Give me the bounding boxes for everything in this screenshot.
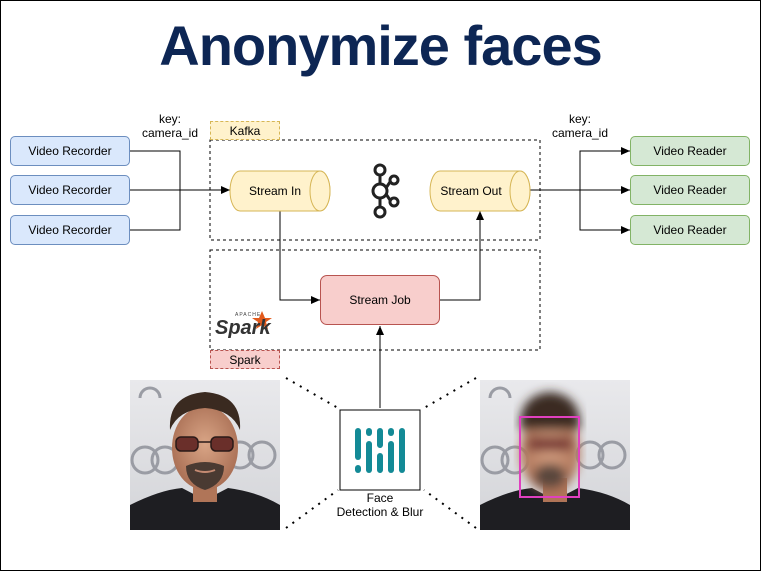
recorder-connectors: [130, 150, 230, 231]
stream-connectors: [279, 210, 484, 408]
face-detection-logo-icon: [355, 428, 405, 473]
original-face-photo: [130, 380, 280, 530]
key-label-left: key: camera_id: [141, 112, 199, 140]
stream-out-cylinder: [429, 170, 531, 212]
spark-logo-text: APACHE Spark: [215, 312, 271, 339]
face-tool-caption: Face Detection & Blur: [336, 491, 424, 519]
blurred-face-photo: [480, 380, 630, 530]
kafka-tag: Kafka: [210, 121, 280, 140]
kafka-logo-icon: [371, 163, 400, 219]
video-recorder-1: Video Recorder: [10, 136, 130, 166]
video-reader-1: Video Reader: [630, 136, 750, 166]
reader-connectors: [530, 147, 630, 234]
video-reader-2: Video Reader: [630, 175, 750, 205]
spark-logo-icon: [252, 311, 272, 329]
video-recorder-2: Video Recorder: [10, 175, 130, 205]
stream-in-cylinder: [229, 170, 331, 212]
dotted-links: [285, 377, 477, 529]
key-label-right: key: camera_id: [551, 112, 609, 140]
video-reader-3: Video Reader: [630, 215, 750, 245]
spark-region: [209, 249, 541, 351]
stream-out-label: Stream Out: [440, 184, 502, 198]
stream-in-label: Stream In: [248, 184, 302, 198]
page-title: Anonymize faces: [159, 14, 603, 77]
stream-job-box: Stream Job: [320, 275, 440, 325]
spark-tag: Spark: [210, 350, 280, 369]
face-tool-box: [339, 409, 421, 491]
video-recorder-3: Video Recorder: [10, 215, 130, 245]
face-detection-box: [519, 416, 580, 498]
